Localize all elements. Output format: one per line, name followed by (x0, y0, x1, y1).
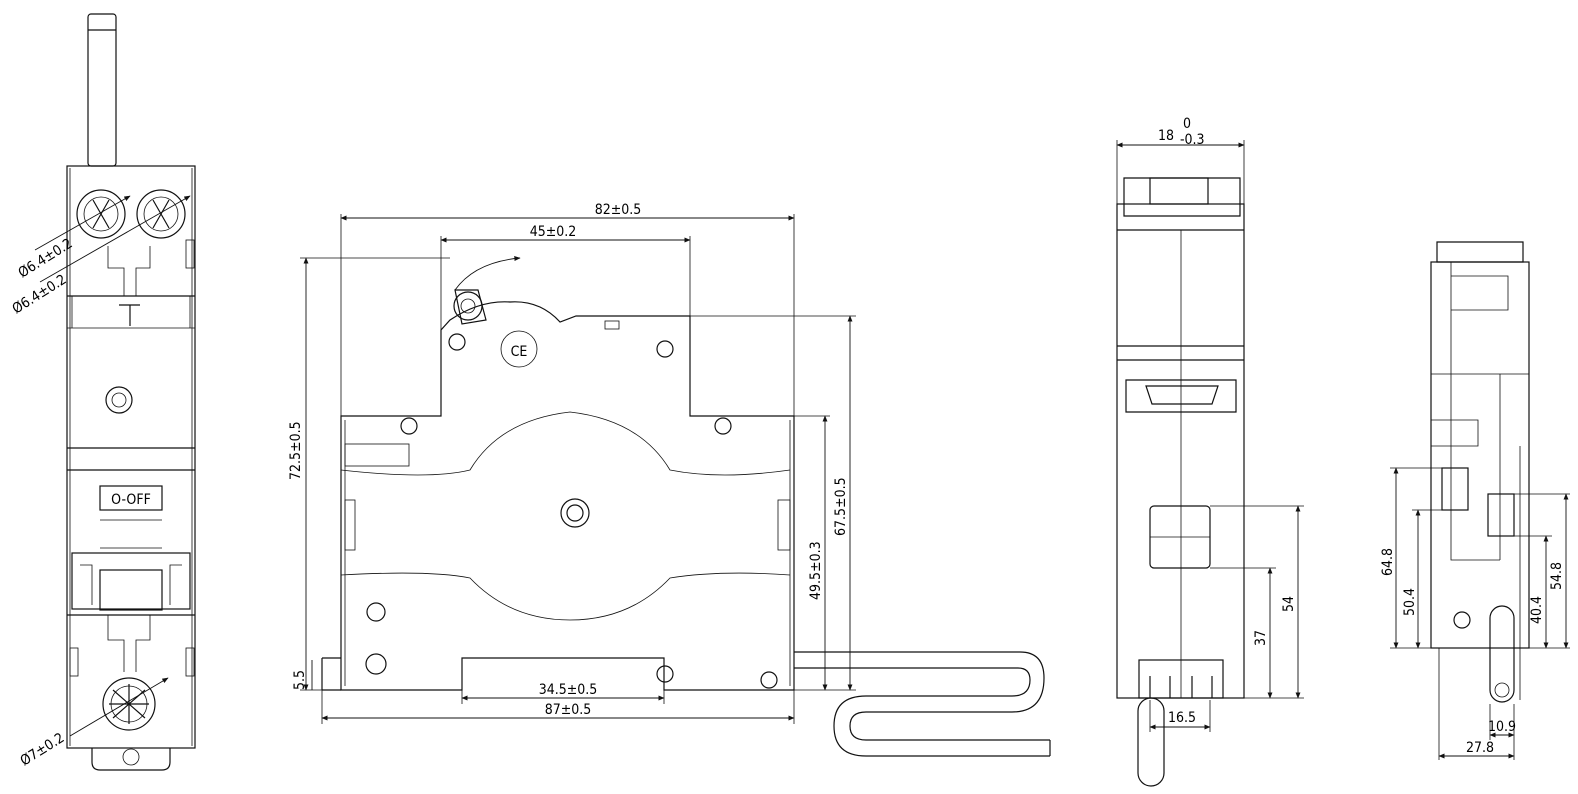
tol-upper: 0 (1183, 116, 1191, 132)
dim-5-5: 5.5 (292, 670, 308, 690)
dim-width-82: 82±0.5 (595, 202, 642, 218)
dim-height-49: 49.5±0.3 (808, 541, 824, 600)
dim-10-9: 10.9 (1488, 719, 1516, 735)
side-view: CE 82±0.5 45±0.2 72.5±0.5 67.5±0.5 49.5±… (288, 202, 1051, 757)
right-view: 64.8 50.4 40.4 54.8 10.9 27.8 (1380, 241, 1570, 760)
ce-mark: CE (511, 344, 528, 360)
dim-height-67: 67.5±0.5 (833, 477, 849, 536)
screw-icon (76, 189, 126, 239)
dim-terminal-bottom: Ø7±0.2 (18, 730, 68, 769)
dim-54-8: 54.8 (1549, 562, 1565, 590)
tol-lower: -0.3 (1180, 132, 1205, 148)
dim-87: 87±0.5 (545, 702, 592, 718)
front-view: O-OFF Ø6.4±0.2 Ø6.4±0.2 Ø7±0.2 (10, 13, 196, 771)
screw-icon (102, 677, 156, 731)
dim-height-72: 72.5±0.5 (288, 421, 304, 480)
dim-width-18: 18 (1158, 128, 1174, 144)
dim-40-4: 40.4 (1529, 596, 1545, 624)
dim-27-8: 27.8 (1466, 740, 1494, 756)
switch-label: O-OFF (111, 492, 151, 508)
end-view: 18 0 -0.3 54 37 16.5 (1116, 116, 1304, 787)
dim-54: 54 (1281, 596, 1297, 612)
arrow-icon (454, 255, 521, 291)
dim-16-5: 16.5 (1168, 710, 1196, 726)
screw-icon (136, 189, 186, 239)
dim-50-4: 50.4 (1402, 588, 1418, 616)
dim-37: 37 (1253, 630, 1269, 646)
dim-terminal-top-2: Ø6.4±0.2 (10, 272, 70, 318)
ce-mark-icon (500, 330, 538, 368)
dim-34-5: 34.5±0.5 (539, 682, 598, 698)
dim-width-45: 45±0.2 (530, 224, 577, 240)
dim-64-8: 64.8 (1380, 548, 1396, 576)
